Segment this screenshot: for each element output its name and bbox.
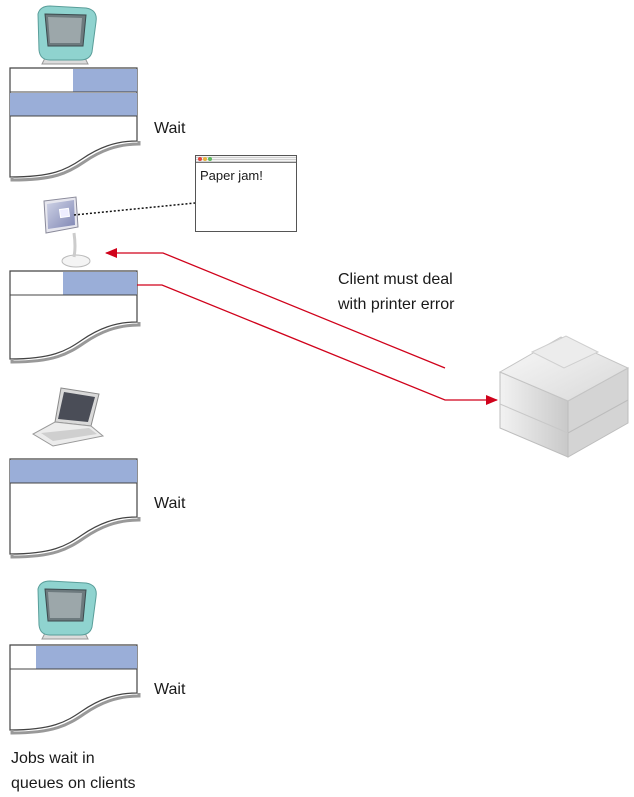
close-dot-icon: [198, 157, 202, 161]
imac-flat-panel-icon: [43, 196, 91, 268]
laptop-icon: [31, 387, 105, 447]
error-dialog: Paper jam!: [195, 155, 297, 232]
queued-job: [63, 272, 137, 295]
imac-icon: [37, 580, 97, 640]
print-queue-1: [9, 67, 141, 182]
queued-job: [36, 646, 137, 669]
client-error-label-line2: with printer error: [338, 296, 455, 313]
dialog-titlebar: [196, 156, 296, 163]
queued-job: [10, 460, 137, 483]
job-arrow-to-printer: [137, 284, 498, 405]
dialog-connector: [73, 202, 196, 216]
client-error-label-line1: Client must deal: [338, 271, 453, 288]
dialog-message: Paper jam!: [200, 168, 263, 183]
queued-job: [10, 93, 137, 116]
error-arrow-to-client: [105, 248, 446, 369]
caption-line1: Jobs wait in: [11, 750, 95, 767]
print-queue-4: [9, 644, 141, 735]
wait-label: Wait: [154, 681, 186, 698]
print-queue-2: [9, 270, 141, 364]
print-queue-3: [9, 458, 141, 559]
wait-label: Wait: [154, 120, 186, 137]
zoom-dot-icon: [208, 157, 212, 161]
imac-icon: [37, 5, 97, 65]
queued-job: [73, 69, 137, 92]
caption-line2: queues on clients: [11, 775, 136, 792]
wait-label: Wait: [154, 495, 186, 512]
laser-printer-icon: [498, 335, 630, 458]
minimize-dot-icon: [203, 157, 207, 161]
